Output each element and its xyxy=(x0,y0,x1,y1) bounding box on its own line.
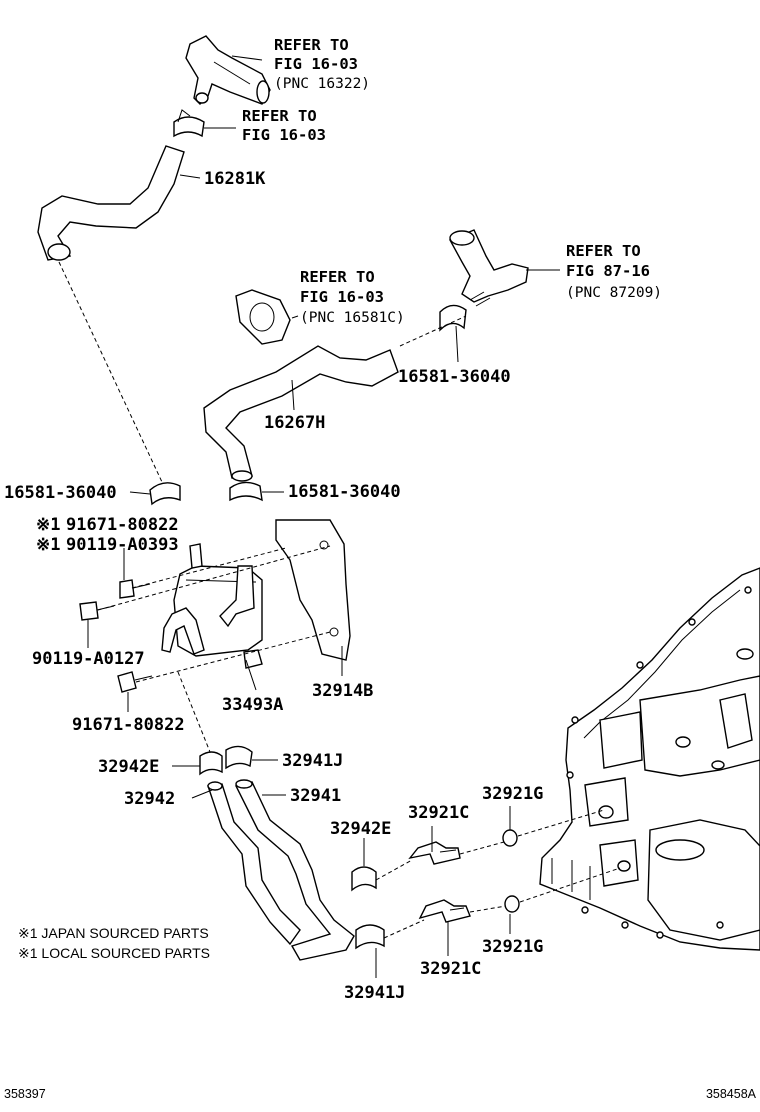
hose-16281k xyxy=(37,145,185,261)
hose-32941 xyxy=(234,779,355,961)
label-91671-80822-mark: ※1 xyxy=(36,515,60,535)
ref-top-hose-pnc: (PNC 16322) xyxy=(274,76,370,92)
label-32942e-mid: 32942E xyxy=(330,819,391,839)
ref-top-clamp-line1: REFER TO xyxy=(242,107,317,125)
label-16581-36040-center: 16581-36040 xyxy=(288,482,401,502)
bolt-left xyxy=(79,601,115,621)
label-32921g-lower: 32921G xyxy=(482,937,543,957)
hose-16267h xyxy=(203,345,399,482)
label-91671-80822-top: 91671-80822 xyxy=(66,515,179,535)
illustration-id-left: 358397 xyxy=(4,1087,46,1101)
label-32921c-lower: 32921C xyxy=(420,959,481,979)
label-90119-a0393: 90119-A0393 xyxy=(66,535,179,555)
label-32941j-top: 32941J xyxy=(282,751,343,771)
note-local-sourced: ※1 LOCAL SOURCED PARTS xyxy=(18,945,210,961)
clamp-32941j-bottom xyxy=(355,924,385,950)
bolt-lower xyxy=(117,671,153,693)
ref-top-hose-line1: REFER TO xyxy=(274,36,349,54)
ref-top-hose-line2: FIG 16-03 xyxy=(274,55,358,73)
clamp-32941j-top xyxy=(225,745,253,770)
gasket xyxy=(235,289,291,345)
label-32942e-top: 32942E xyxy=(98,757,159,777)
label-32941j-bottom: 32941J xyxy=(344,983,405,1003)
label-90119-a0393-mark: ※1 xyxy=(36,535,60,555)
ref-gasket-pnc: (PNC 16581C) xyxy=(300,310,405,326)
assembly-lines xyxy=(58,261,621,939)
label-32921c-upper: 32921C xyxy=(408,803,469,823)
ref-valve-line2: FIG 87-16 xyxy=(566,262,650,280)
clamp-right-top xyxy=(439,304,467,332)
label-90119-a0127: 90119-A0127 xyxy=(32,649,145,669)
label-16581-36040-right: 16581-36040 xyxy=(398,367,511,387)
union-lower xyxy=(418,899,471,923)
label-33493a: 33493A xyxy=(222,695,283,715)
leader-lines xyxy=(87,55,560,978)
label-32914b: 32914B xyxy=(312,681,373,701)
transmission-housing xyxy=(539,567,760,951)
hose-32942 xyxy=(207,781,301,946)
label-32942: 32942 xyxy=(124,789,175,809)
clamp-32942e-top xyxy=(199,751,223,776)
oring-lower xyxy=(504,895,520,913)
union-upper xyxy=(408,841,461,865)
clamp-left xyxy=(149,482,181,506)
ref-gasket-line1: REFER TO xyxy=(300,268,375,286)
ref-valve-line1: REFER TO xyxy=(566,242,641,260)
clamp-32942e-mid xyxy=(351,866,377,892)
top-hose-outlet xyxy=(185,35,271,105)
illustration-id-right: 358458A xyxy=(706,1087,757,1101)
bolt-upper xyxy=(119,579,151,599)
oil-cooler-33493a xyxy=(161,543,263,669)
label-16281k: 16281K xyxy=(204,169,266,189)
top-clamp xyxy=(173,109,205,138)
oring-upper xyxy=(502,829,518,847)
label-16581-36040-left: 16581-36040 xyxy=(4,483,117,503)
valve-assembly xyxy=(449,229,529,307)
label-16267h: 16267H xyxy=(264,413,325,433)
clamp-center xyxy=(229,481,263,502)
ref-gasket-line2: FIG 16-03 xyxy=(300,288,384,306)
label-32941: 32941 xyxy=(290,786,341,806)
label-91671-80822-bottom: 91671-80822 xyxy=(72,715,185,735)
ref-top-clamp-line2: FIG 16-03 xyxy=(242,126,326,144)
bracket-32914b xyxy=(275,519,351,661)
note-japan-sourced: ※1 JAPAN SOURCED PARTS xyxy=(18,925,209,941)
ref-valve-pnc: (PNC 87209) xyxy=(566,285,662,301)
label-32921g-upper: 32921G xyxy=(482,784,543,804)
